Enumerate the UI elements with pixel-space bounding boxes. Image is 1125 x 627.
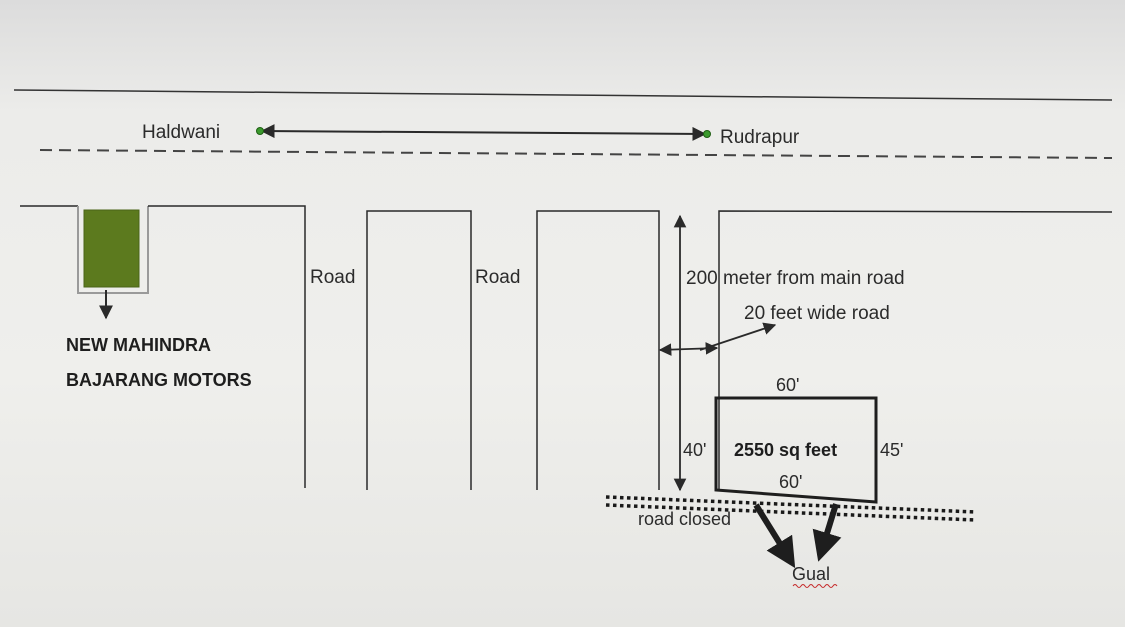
gual-arrow-right bbox=[812, 503, 842, 562]
gual-spellcheck-underline bbox=[792, 584, 838, 588]
distance-note: 200 meter from main road bbox=[686, 268, 905, 289]
road-width-pointer bbox=[699, 322, 777, 351]
block-2-outline bbox=[366, 210, 472, 490]
road-width-arrow bbox=[658, 342, 719, 356]
rudrapur-label: Rudrapur bbox=[720, 127, 800, 148]
plot-area-label: 2550 sq feet bbox=[734, 440, 837, 460]
plot-bottom-dimension: 60' bbox=[779, 472, 802, 492]
landmark-building bbox=[83, 209, 140, 288]
haldwani-label: Haldwani bbox=[142, 122, 220, 143]
road-label-2: Road bbox=[475, 267, 520, 288]
block-3-outline bbox=[536, 210, 660, 490]
haldwani-endpoint-dot bbox=[256, 127, 264, 135]
rudrapur-endpoint-dot bbox=[703, 130, 711, 138]
plot-right-dimension: 45' bbox=[880, 440, 903, 460]
road-label-1: Road bbox=[310, 267, 355, 288]
plot-top-dimension: 60' bbox=[776, 375, 799, 395]
gual-label: Gual bbox=[792, 564, 830, 584]
road-closed-label: road closed bbox=[638, 509, 731, 529]
highway-top-edge bbox=[13, 89, 1113, 101]
block-1-outline bbox=[148, 205, 306, 488]
width-note: 20 feet wide road bbox=[744, 303, 890, 324]
gual-arrow-left bbox=[753, 503, 796, 569]
highway-center-dashed-line bbox=[39, 149, 1113, 159]
closed-road-dotted-band bbox=[605, 495, 977, 522]
city-direction-arrow bbox=[260, 124, 707, 141]
landmark-gap-outline bbox=[77, 206, 149, 294]
plot-left-dimension: 40' bbox=[683, 440, 706, 460]
landmark-name-line2: BAJARANG MOTORS bbox=[66, 370, 252, 390]
plot-boundary bbox=[714, 396, 878, 504]
landmark-name-line1: NEW MAHINDRA bbox=[66, 335, 211, 355]
